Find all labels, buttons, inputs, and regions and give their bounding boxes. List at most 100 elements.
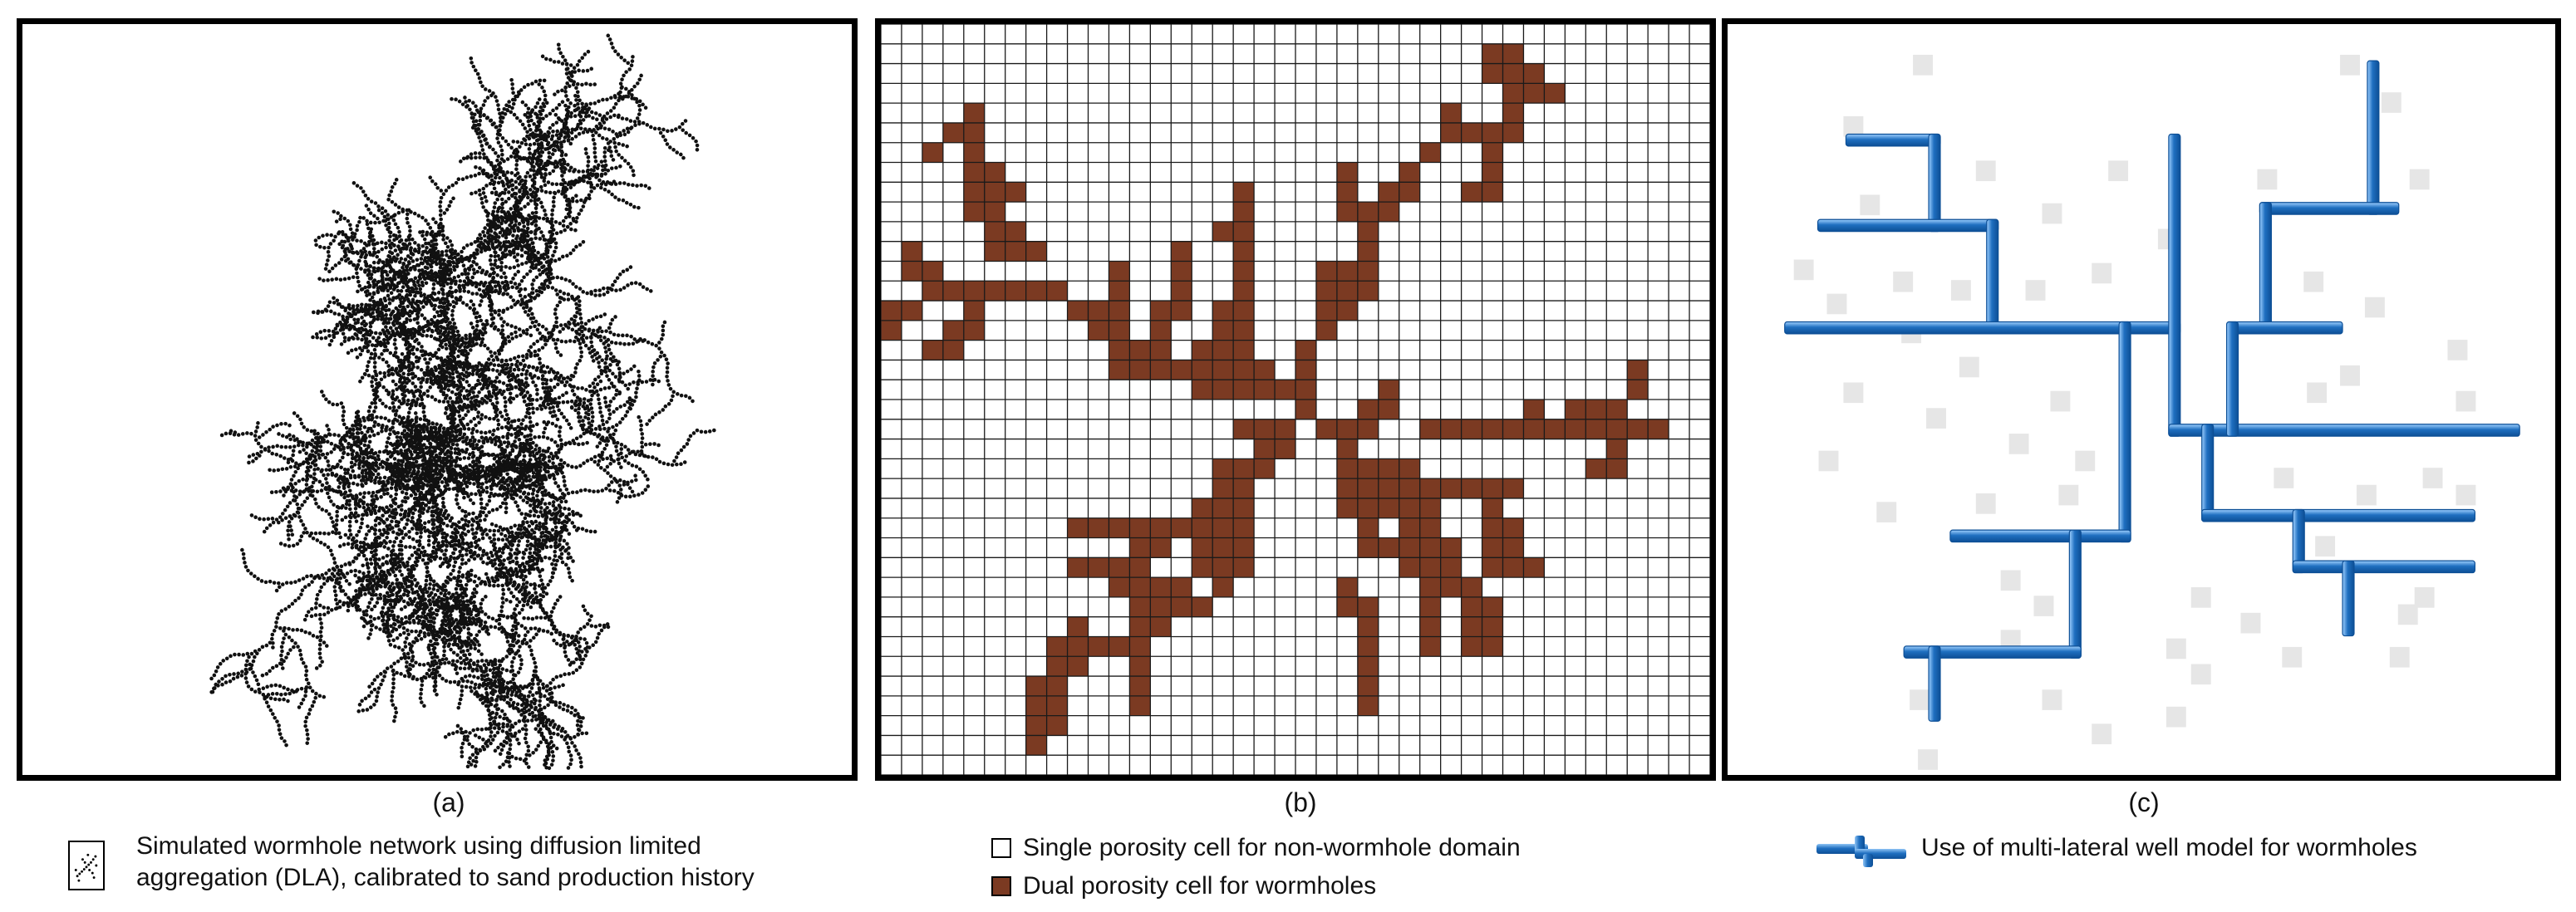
dla-particle [528, 429, 533, 433]
dla-particle [497, 235, 501, 239]
dla-particle [453, 333, 457, 338]
dla-particle [613, 145, 617, 150]
dla-particle [335, 298, 340, 303]
dla-particle [371, 336, 376, 340]
dla-particle [630, 59, 635, 63]
dla-particle [359, 186, 363, 190]
dla-particle [539, 253, 543, 257]
dla-particle [608, 140, 612, 144]
dla-particle [388, 277, 393, 282]
dla-particle [522, 302, 527, 306]
dla-particle [416, 250, 421, 255]
dla-particle [384, 223, 388, 228]
dla-particle [524, 245, 528, 249]
dla-particle [549, 398, 553, 403]
dla-particle [368, 276, 373, 281]
dla-particle [454, 180, 459, 185]
dla-particle [548, 236, 553, 240]
dla-particle [412, 248, 417, 253]
dla-particle [603, 171, 607, 176]
dla-particle [488, 119, 493, 123]
dla-particle [482, 113, 486, 117]
dla-particle [327, 329, 332, 333]
dla-particle [491, 276, 495, 281]
dla-particle [548, 240, 553, 245]
dla-particle [591, 359, 596, 363]
dla-particle [519, 392, 523, 396]
dla-particle [498, 230, 503, 235]
dla-particle [460, 272, 465, 277]
dla-particle [508, 266, 513, 270]
dla-particle [531, 380, 535, 385]
dla-particle [574, 329, 578, 334]
dla-particle [439, 189, 444, 193]
dla-particle [494, 99, 499, 103]
dla-particle [587, 318, 592, 323]
dla-particle [388, 269, 393, 274]
dla-particle [510, 105, 514, 110]
dla-particle [384, 241, 388, 246]
dla-particle [410, 362, 415, 366]
dla-particle [492, 180, 497, 184]
dla-particle [612, 113, 617, 118]
dla-particle [420, 229, 425, 234]
dla-particle [356, 330, 361, 334]
dla-particle [430, 328, 435, 333]
dla-particle [484, 115, 489, 120]
dla-particle [479, 201, 484, 205]
dla-particle [538, 331, 542, 336]
dla-particle [447, 330, 451, 335]
dla-particle [633, 281, 638, 285]
dla-particle [539, 578, 543, 582]
dla-particle [373, 353, 378, 358]
dla-particle [430, 243, 435, 248]
dla-particle [461, 341, 466, 345]
dla-particle [314, 331, 319, 336]
dla-particle [417, 274, 422, 279]
dla-particle [557, 395, 562, 400]
dla-particle [457, 391, 461, 395]
dla-particle [462, 495, 466, 500]
dla-particle [410, 511, 415, 516]
dla-particle [671, 390, 676, 395]
dla-particle [327, 342, 332, 347]
dla-particle [493, 170, 497, 175]
dla-particle [386, 293, 391, 298]
dla-particle [449, 281, 454, 286]
dla-particle [494, 150, 498, 155]
dla-particle [477, 265, 482, 270]
dla-particle [449, 199, 453, 204]
dla-particle [440, 250, 445, 254]
dla-particle [395, 257, 399, 261]
dla-particle [401, 371, 406, 376]
dla-particle [479, 249, 484, 254]
dla-particle [340, 239, 344, 244]
dla-particle [504, 275, 508, 280]
dla-particle [389, 215, 394, 219]
dla-particle [475, 251, 479, 256]
dla-particle [524, 385, 528, 390]
dla-particle [420, 268, 425, 272]
dla-particle [578, 243, 583, 248]
dla-particle [494, 396, 499, 400]
dla-particle [566, 491, 571, 496]
dla-particle [457, 339, 461, 343]
dla-particle [363, 259, 367, 264]
dla-particle [530, 157, 534, 162]
dla-particle [534, 203, 539, 207]
dla-particle [367, 231, 372, 236]
dla-particle [553, 374, 558, 379]
dla-particle [547, 394, 552, 399]
dla-particle [548, 406, 553, 410]
dla-particle [643, 488, 648, 492]
dla-particle [611, 371, 615, 376]
dla-particle [625, 333, 629, 338]
dla-particle [470, 282, 474, 287]
dla-particle [354, 267, 359, 272]
dla-particle [602, 286, 606, 291]
dla-particle [539, 407, 544, 411]
dla-particle [645, 123, 650, 127]
dla-particle [450, 401, 455, 405]
dla-particle [501, 292, 505, 297]
dla-particle [451, 338, 456, 343]
